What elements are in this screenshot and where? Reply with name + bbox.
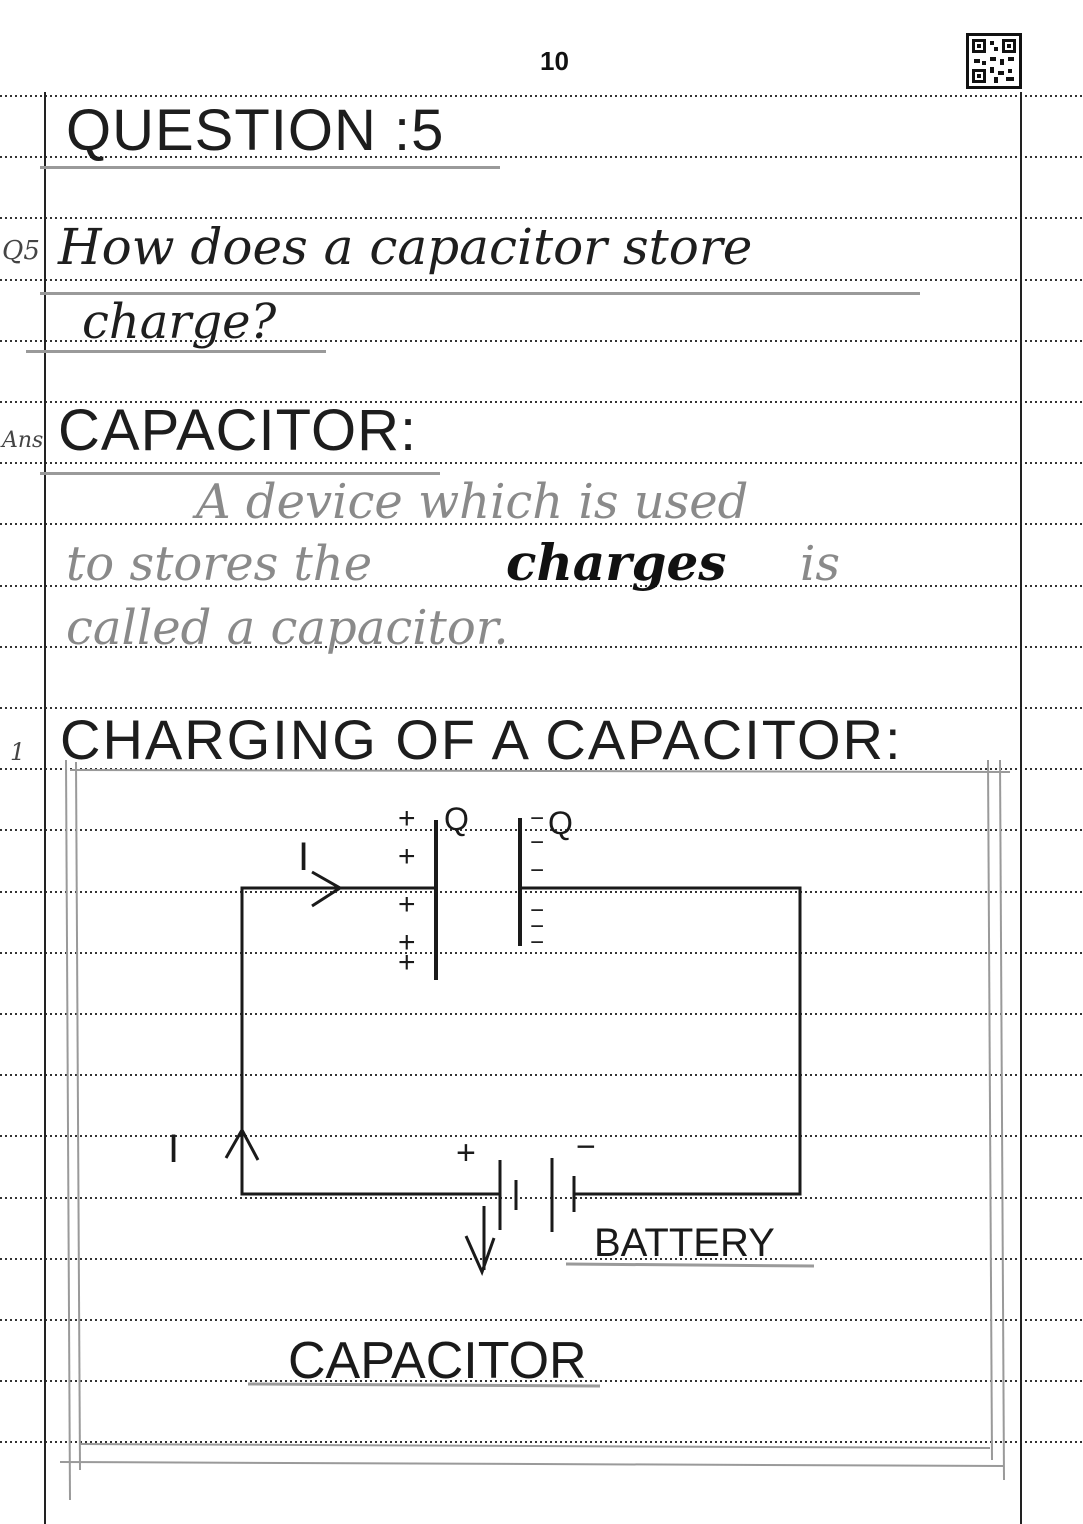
answer-marker: Ans xyxy=(2,428,44,453)
question-marker: Q5 xyxy=(2,236,40,266)
question-text-line-1: How does a capacitor store xyxy=(58,218,753,276)
question-line-2-underline xyxy=(26,350,326,353)
question-heading-underline xyxy=(40,166,500,169)
page-number: 10 xyxy=(540,46,569,76)
right-margin-line xyxy=(1020,92,1022,1524)
question-heading: QUESTION :5 xyxy=(66,98,445,163)
answer-term-underline xyxy=(40,472,440,475)
question-text-line-2: charge? xyxy=(82,294,277,350)
question-line-1-underline xyxy=(40,292,920,295)
left-margin-line xyxy=(44,92,46,1524)
section-number: 1 xyxy=(10,738,26,766)
qr-code-icon xyxy=(966,33,1022,89)
definition-line-2-keyword: charges xyxy=(506,533,727,592)
definition-line-2-part-1: to stores the xyxy=(66,536,373,592)
definition-line-1: A device which is used xyxy=(196,474,749,530)
answer-term: CAPACITOR: xyxy=(58,398,418,463)
definition-line-2-part-3: is xyxy=(800,536,840,592)
section-heading: CHARGING OF A CAPACITOR: xyxy=(60,708,903,771)
definition-line-3: called a capacitor. xyxy=(66,600,509,656)
